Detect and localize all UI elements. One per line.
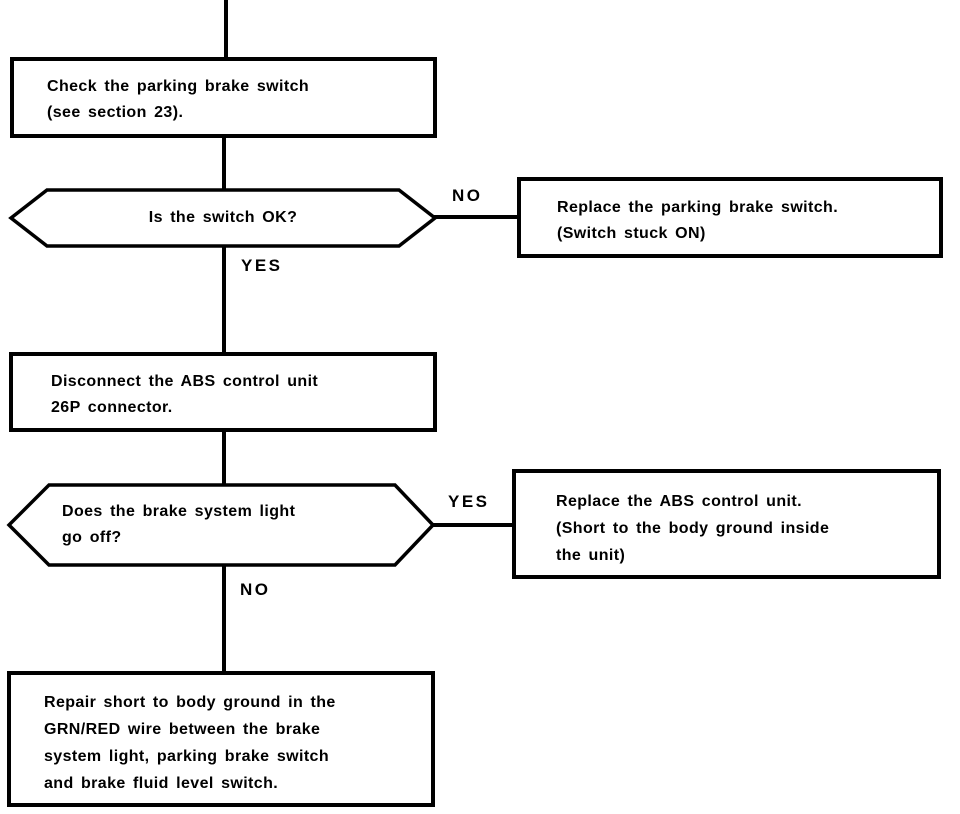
node-text-line: system light, parking brake switch bbox=[44, 748, 330, 765]
node-text-line: the unit) bbox=[556, 547, 626, 564]
node-repair-short-to-body-ground: Repair short to body ground in the GRN/R… bbox=[7, 671, 435, 807]
edge-label-yes-1: YES bbox=[241, 256, 283, 275]
decision-text-line: Does the brake system light bbox=[62, 503, 296, 520]
edge-label-no-2: NO bbox=[240, 580, 271, 599]
connector-decision2-yes bbox=[428, 523, 514, 527]
connector-decision2-no bbox=[222, 565, 226, 673]
node-replace-abs-control-unit: Replace the ABS control unit. (Short to … bbox=[512, 469, 941, 579]
node-text-line: (see section 23). bbox=[47, 104, 184, 121]
node-text-line: and brake fluid level switch. bbox=[44, 775, 279, 792]
node-text-line: 26P connector. bbox=[51, 399, 173, 416]
node-text-line: Replace the parking brake switch. bbox=[557, 199, 839, 216]
edge-label-yes-2: YES bbox=[448, 492, 490, 511]
decision-text-line: Is the switch OK? bbox=[148, 209, 298, 226]
node-text-line: (Short to the body ground inside bbox=[556, 520, 830, 537]
node-text-line: Check the parking brake switch bbox=[47, 78, 310, 95]
decision-text-line: go off? bbox=[62, 529, 122, 546]
node-text-line: GRN/RED wire between the brake bbox=[44, 721, 321, 738]
decision-is-switch-ok: Is the switch OK? bbox=[8, 187, 438, 249]
decision-hexagon-outline bbox=[6, 483, 436, 567]
connector-step1-to-decision1 bbox=[222, 136, 226, 191]
node-text-line: (Switch stuck ON) bbox=[557, 225, 706, 242]
decision-does-brake-system-light-go-off: Does the brake system light go off? bbox=[6, 482, 436, 568]
node-disconnect-abs-control-unit: Disconnect the ABS control unit 26P conn… bbox=[9, 352, 437, 432]
node-check-parking-brake-switch: Check the parking brake switch (see sect… bbox=[10, 57, 437, 138]
edge-label-no-1: NO bbox=[452, 186, 483, 205]
node-text-line: Replace the ABS control unit. bbox=[556, 493, 802, 510]
node-replace-parking-brake-switch: Replace the parking brake switch. (Switc… bbox=[517, 177, 943, 258]
connector-entry-top bbox=[224, 0, 228, 59]
node-text-line: Repair short to body ground in the bbox=[44, 694, 336, 711]
decision-hexagon-outline bbox=[8, 188, 438, 248]
connector-decision1-yes bbox=[222, 246, 226, 354]
connector-decision1-no bbox=[430, 215, 518, 219]
node-text-line: Disconnect the ABS control unit bbox=[51, 373, 319, 390]
connector-step2-to-decision2 bbox=[222, 430, 226, 484]
